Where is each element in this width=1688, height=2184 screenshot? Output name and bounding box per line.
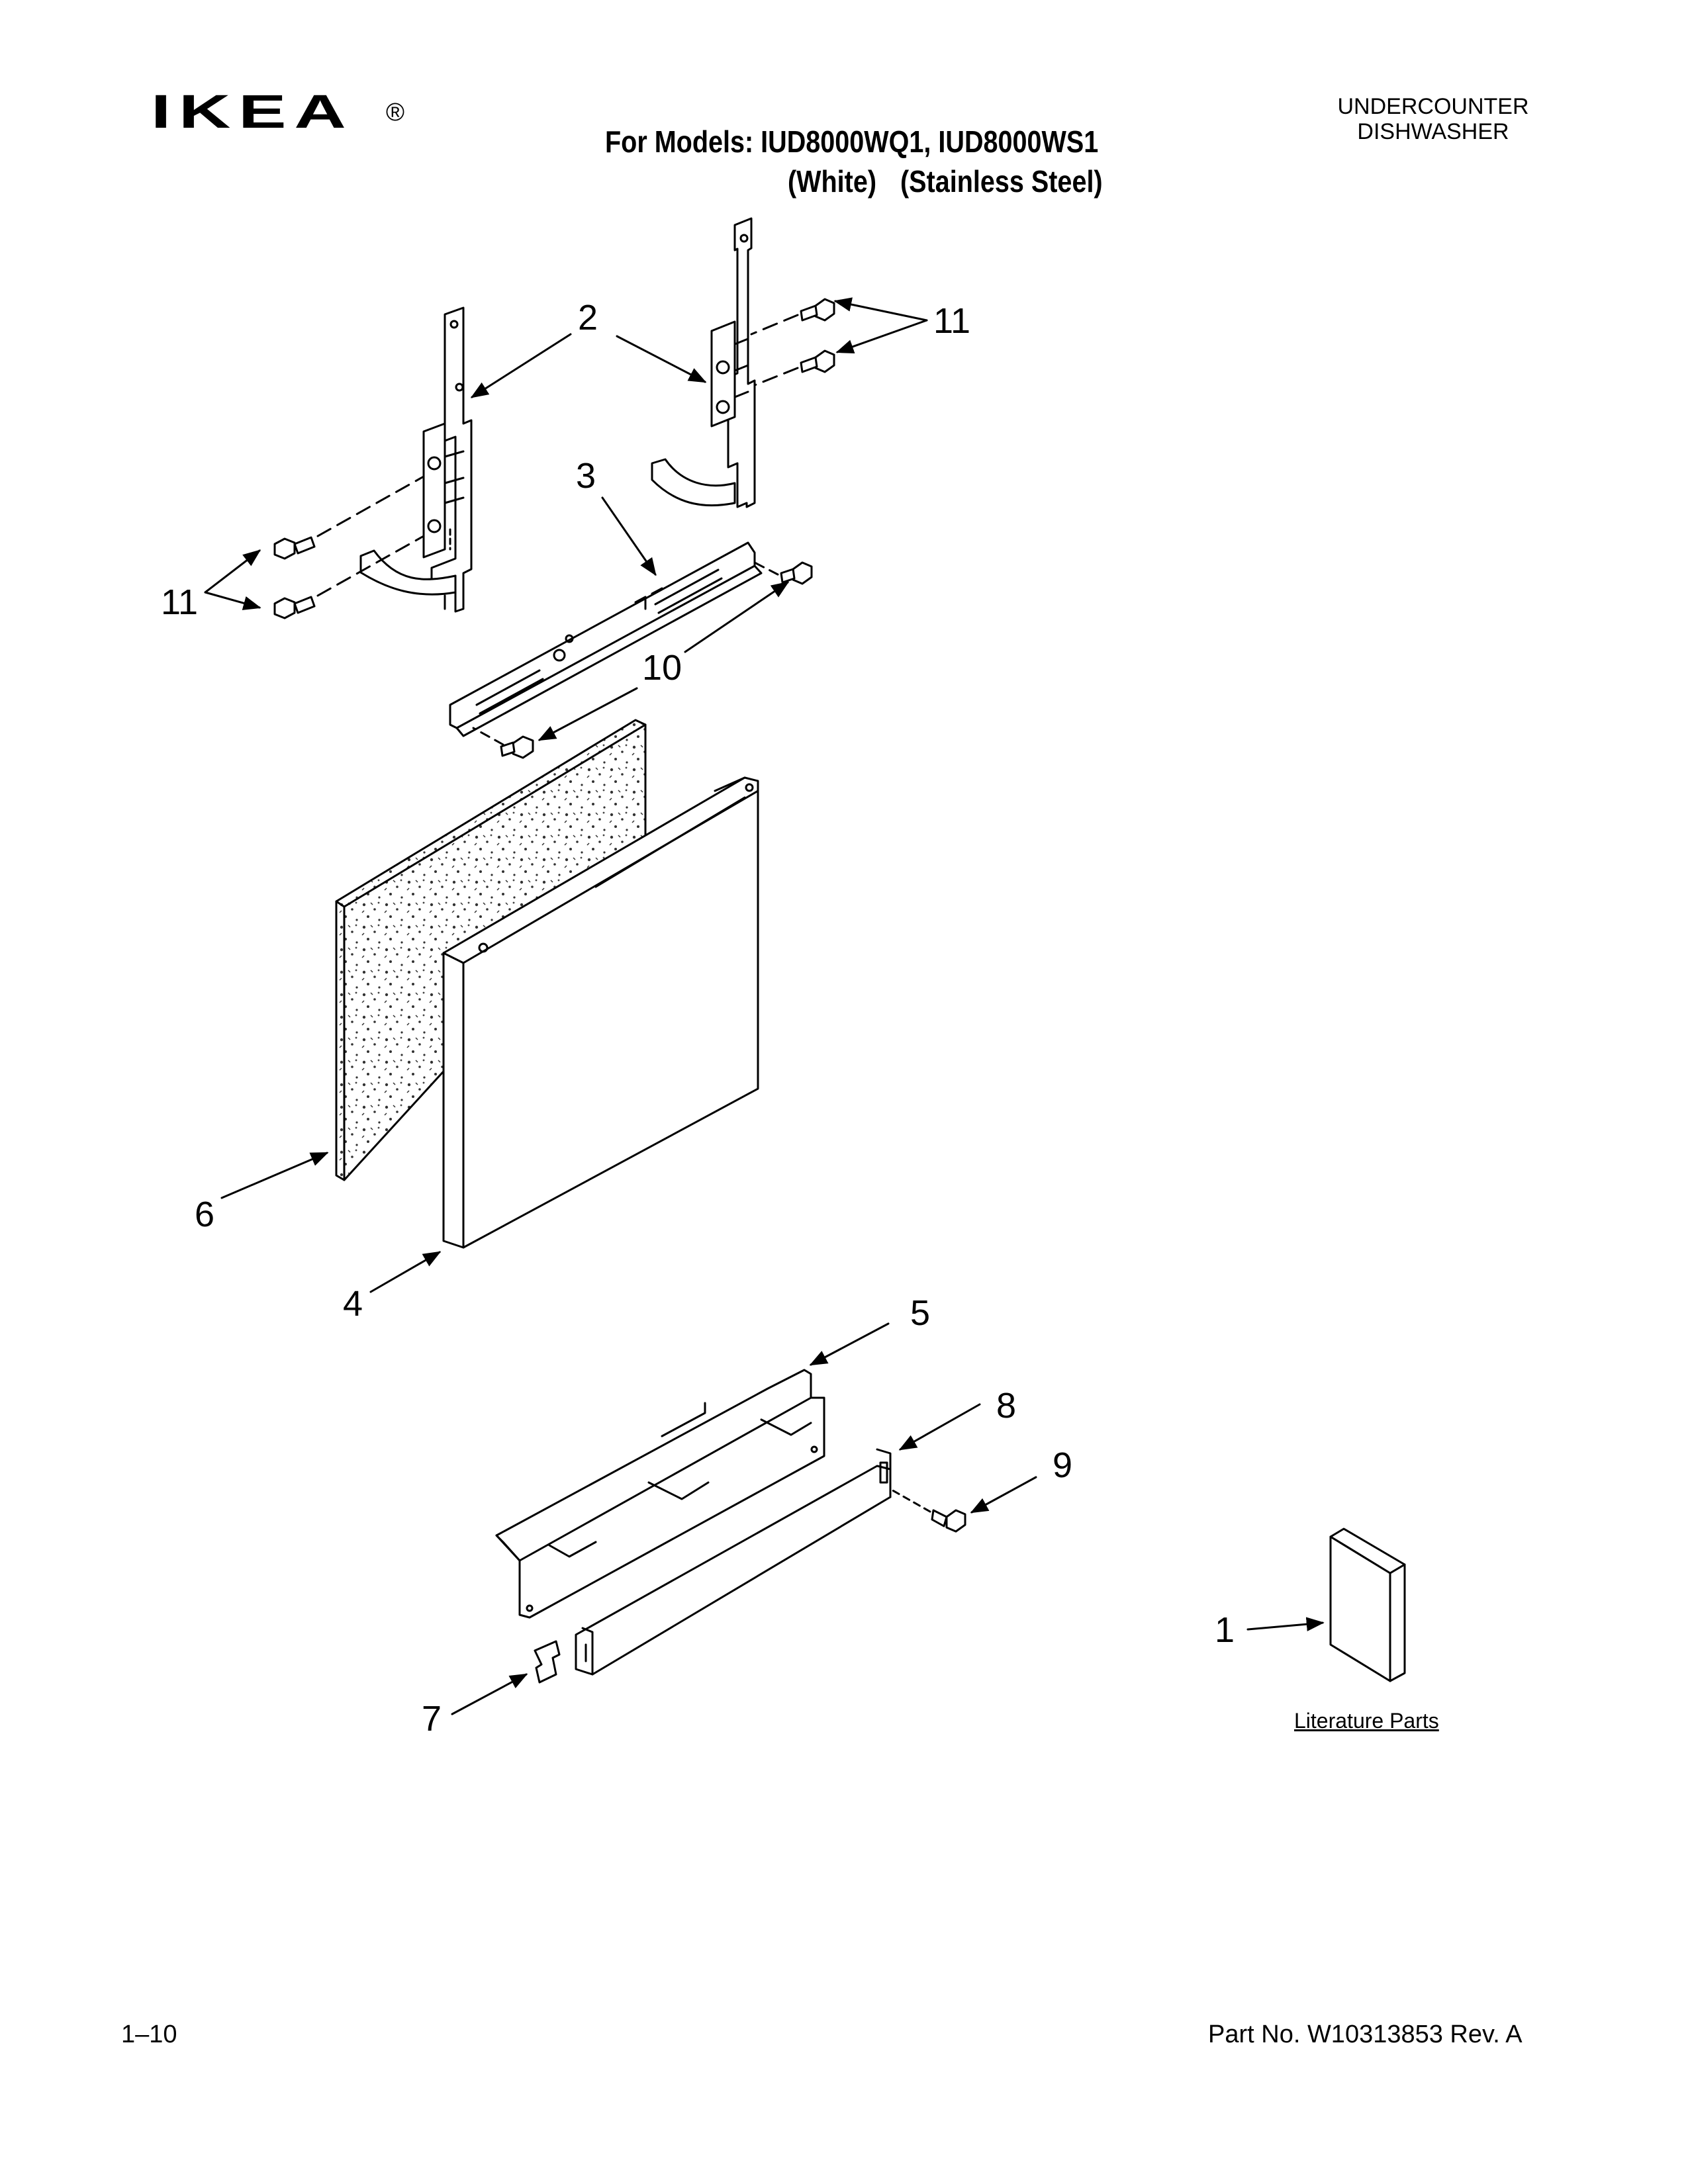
callout-9: 9 (1053, 1445, 1073, 1485)
bracket-screws (472, 561, 813, 759)
product-type: UNDERCOUNTER DISHWASHER (1314, 94, 1552, 144)
right-hinge-bracket (651, 217, 756, 508)
finish-stainless: (Stainless Steel) (900, 164, 1103, 199)
callout-4: 4 (343, 1284, 363, 1324)
left-hinge-bracket (359, 306, 473, 613)
toe-panel-screw (889, 1488, 966, 1533)
toe-panel (575, 1448, 892, 1676)
product-line-1: UNDERCOUNTER (1337, 94, 1529, 119)
callout-8: 8 (996, 1386, 1017, 1426)
callout-11-left: 11 (161, 582, 199, 622)
callout-3: 3 (576, 456, 596, 496)
callout-10: 10 (642, 648, 682, 688)
ikea-logo: IKEA ® (151, 85, 416, 149)
callout-11-top: 11 (933, 301, 971, 341)
registered-mark: ® (386, 99, 404, 126)
toe-panel-bracket (495, 1369, 825, 1619)
callout-6: 6 (195, 1195, 215, 1234)
literature-booklet (1329, 1527, 1406, 1682)
finish-white: (White) (788, 164, 877, 199)
ikea-logo-mark: IKEA ® (151, 85, 404, 138)
toe-panel-clip (534, 1640, 561, 1684)
door-mounting-bracket (449, 541, 763, 737)
page-number: 1–10 (121, 2021, 177, 2048)
part-number: Part No. W10313853 Rev. A (1208, 2021, 1523, 2048)
product-line-2: DISHWASHER (1357, 119, 1509, 144)
callout-1: 1 (1215, 1610, 1235, 1650)
leader-lines (204, 297, 1325, 1715)
outer-door-panel (442, 776, 759, 1249)
callout-2: 2 (578, 298, 598, 338)
callout-7: 7 (422, 1699, 442, 1739)
left-hinge-screws (273, 475, 425, 619)
models-title: For Models: IUD8000WQ1, IUD8000WS1 (605, 124, 1099, 159)
brand-wordmark: IKEA (151, 93, 354, 138)
right-hinge-screws (750, 298, 835, 387)
literature-parts-label: Literature Parts (1294, 1709, 1439, 1733)
callout-5: 5 (910, 1293, 931, 1333)
